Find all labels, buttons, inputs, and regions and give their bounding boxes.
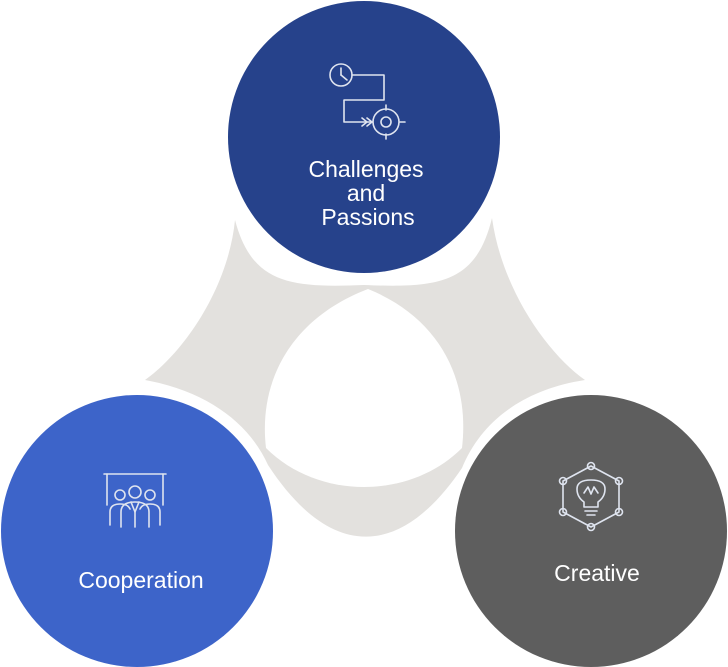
node-circle-fill bbox=[228, 1, 500, 273]
node-label-line-1: Creative bbox=[554, 560, 640, 586]
node-creative: Creative bbox=[448, 388, 728, 667]
node-challenges-passions: Challenges and Passions bbox=[221, 0, 507, 280]
node-label-line-1: Cooperation bbox=[78, 567, 203, 593]
lightbulb-network-icon bbox=[558, 461, 624, 532]
node-label-line-2: and bbox=[347, 180, 385, 206]
node-label-line-3: Passions bbox=[321, 204, 414, 230]
clock-target-icon bbox=[329, 63, 406, 140]
team-presentation-icon bbox=[103, 473, 167, 528]
connector-center bbox=[264, 289, 464, 487]
node-label-line-1: Challenges bbox=[308, 156, 423, 182]
node-circle-fill bbox=[1, 395, 273, 667]
node-cooperation: Cooperation bbox=[0, 388, 280, 667]
